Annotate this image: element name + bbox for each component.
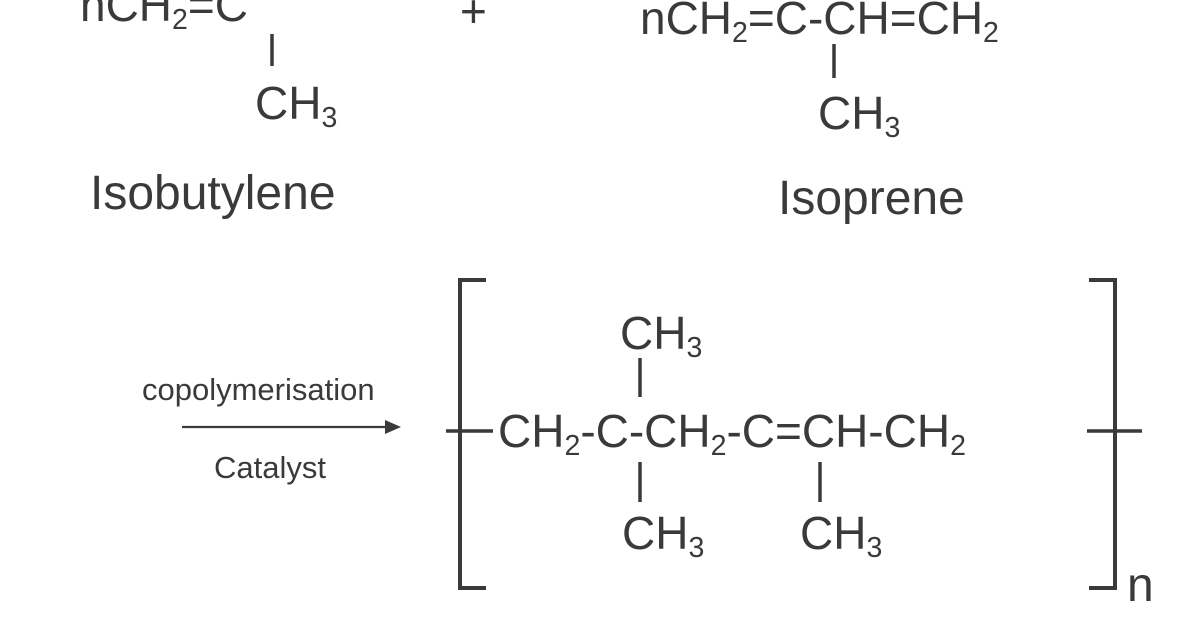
polymer-bottom-methyl-1-subscript: 3: [688, 531, 705, 564]
plus-sign: +: [460, 0, 487, 37]
isoprene-formula-subscript-2: 2: [983, 16, 999, 49]
isoprene-branch-text: CH: [818, 87, 885, 139]
isobutylene-branch-subscript: 3: [321, 101, 338, 134]
isoprene-main-formula: nCH2=C-CH=CH2: [640, 0, 999, 47]
chain-segment-2: -C-CH: [580, 405, 711, 457]
isoprene-formula-subscript-1: 2: [732, 16, 748, 49]
left-bracket-bottom-serif: [458, 586, 486, 590]
isoprene-formula-middle: =C-CH=CH: [747, 0, 984, 44]
isoprene-branch-subscript: 3: [884, 111, 901, 144]
repeat-unit-subscript: n: [1127, 559, 1154, 612]
polymer-top-methyl: CH3: [620, 307, 702, 362]
reaction-arrow-head: [385, 420, 401, 434]
polymer-bottom-methyl-1: CH3: [622, 507, 704, 562]
isobutylene-formula-subscript: 2: [172, 3, 188, 36]
left-bracket-top-serif: [458, 278, 486, 282]
right-bracket-vertical: [1113, 278, 1117, 590]
chain-segment-1: CH: [498, 405, 565, 457]
chain-segment-3: -C=CH-CH: [726, 405, 951, 457]
chain-subscript-2: 2: [710, 429, 727, 462]
left-bracket-vertical: [458, 278, 462, 590]
polymer-bottom-methyl-2-text: CH: [800, 507, 867, 559]
isobutylene-formula-prefix: nCH: [80, 0, 173, 31]
polymer-bottom-methyl-1-text: CH: [622, 507, 689, 559]
isobutylene-name: Isobutylene: [90, 167, 336, 220]
isoprene-methyl-branch: CH3: [818, 87, 900, 142]
polymer-top-methyl-subscript: 3: [686, 331, 703, 364]
reaction-condition-above: copolymerisation: [142, 372, 375, 407]
polymer-main-chain: CH2-C-CH2-C=CH-CH2: [498, 405, 966, 460]
chain-subscript-3: 2: [950, 429, 966, 462]
chain-subscript-1: 2: [564, 429, 581, 462]
right-bracket-top-serif: [1089, 278, 1117, 282]
isobutylene-formula-suffix: =C: [187, 0, 248, 31]
isoprene-formula-prefix: nCH: [640, 0, 733, 44]
isobutylene-methyl-branch: CH3: [255, 77, 337, 132]
reaction-condition-below: Catalyst: [214, 450, 326, 485]
isobutylene-main-formula: nCH2=C: [80, 0, 248, 34]
polymer-bottom-methyl-2-subscript: 3: [866, 531, 883, 564]
polymer-top-methyl-text: CH: [620, 307, 687, 359]
isobutylene-branch-text: CH: [255, 77, 322, 129]
right-bracket-bottom-serif: [1089, 586, 1117, 590]
isoprene-name: Isoprene: [778, 172, 965, 225]
polymer-bottom-methyl-2: CH3: [800, 507, 882, 562]
